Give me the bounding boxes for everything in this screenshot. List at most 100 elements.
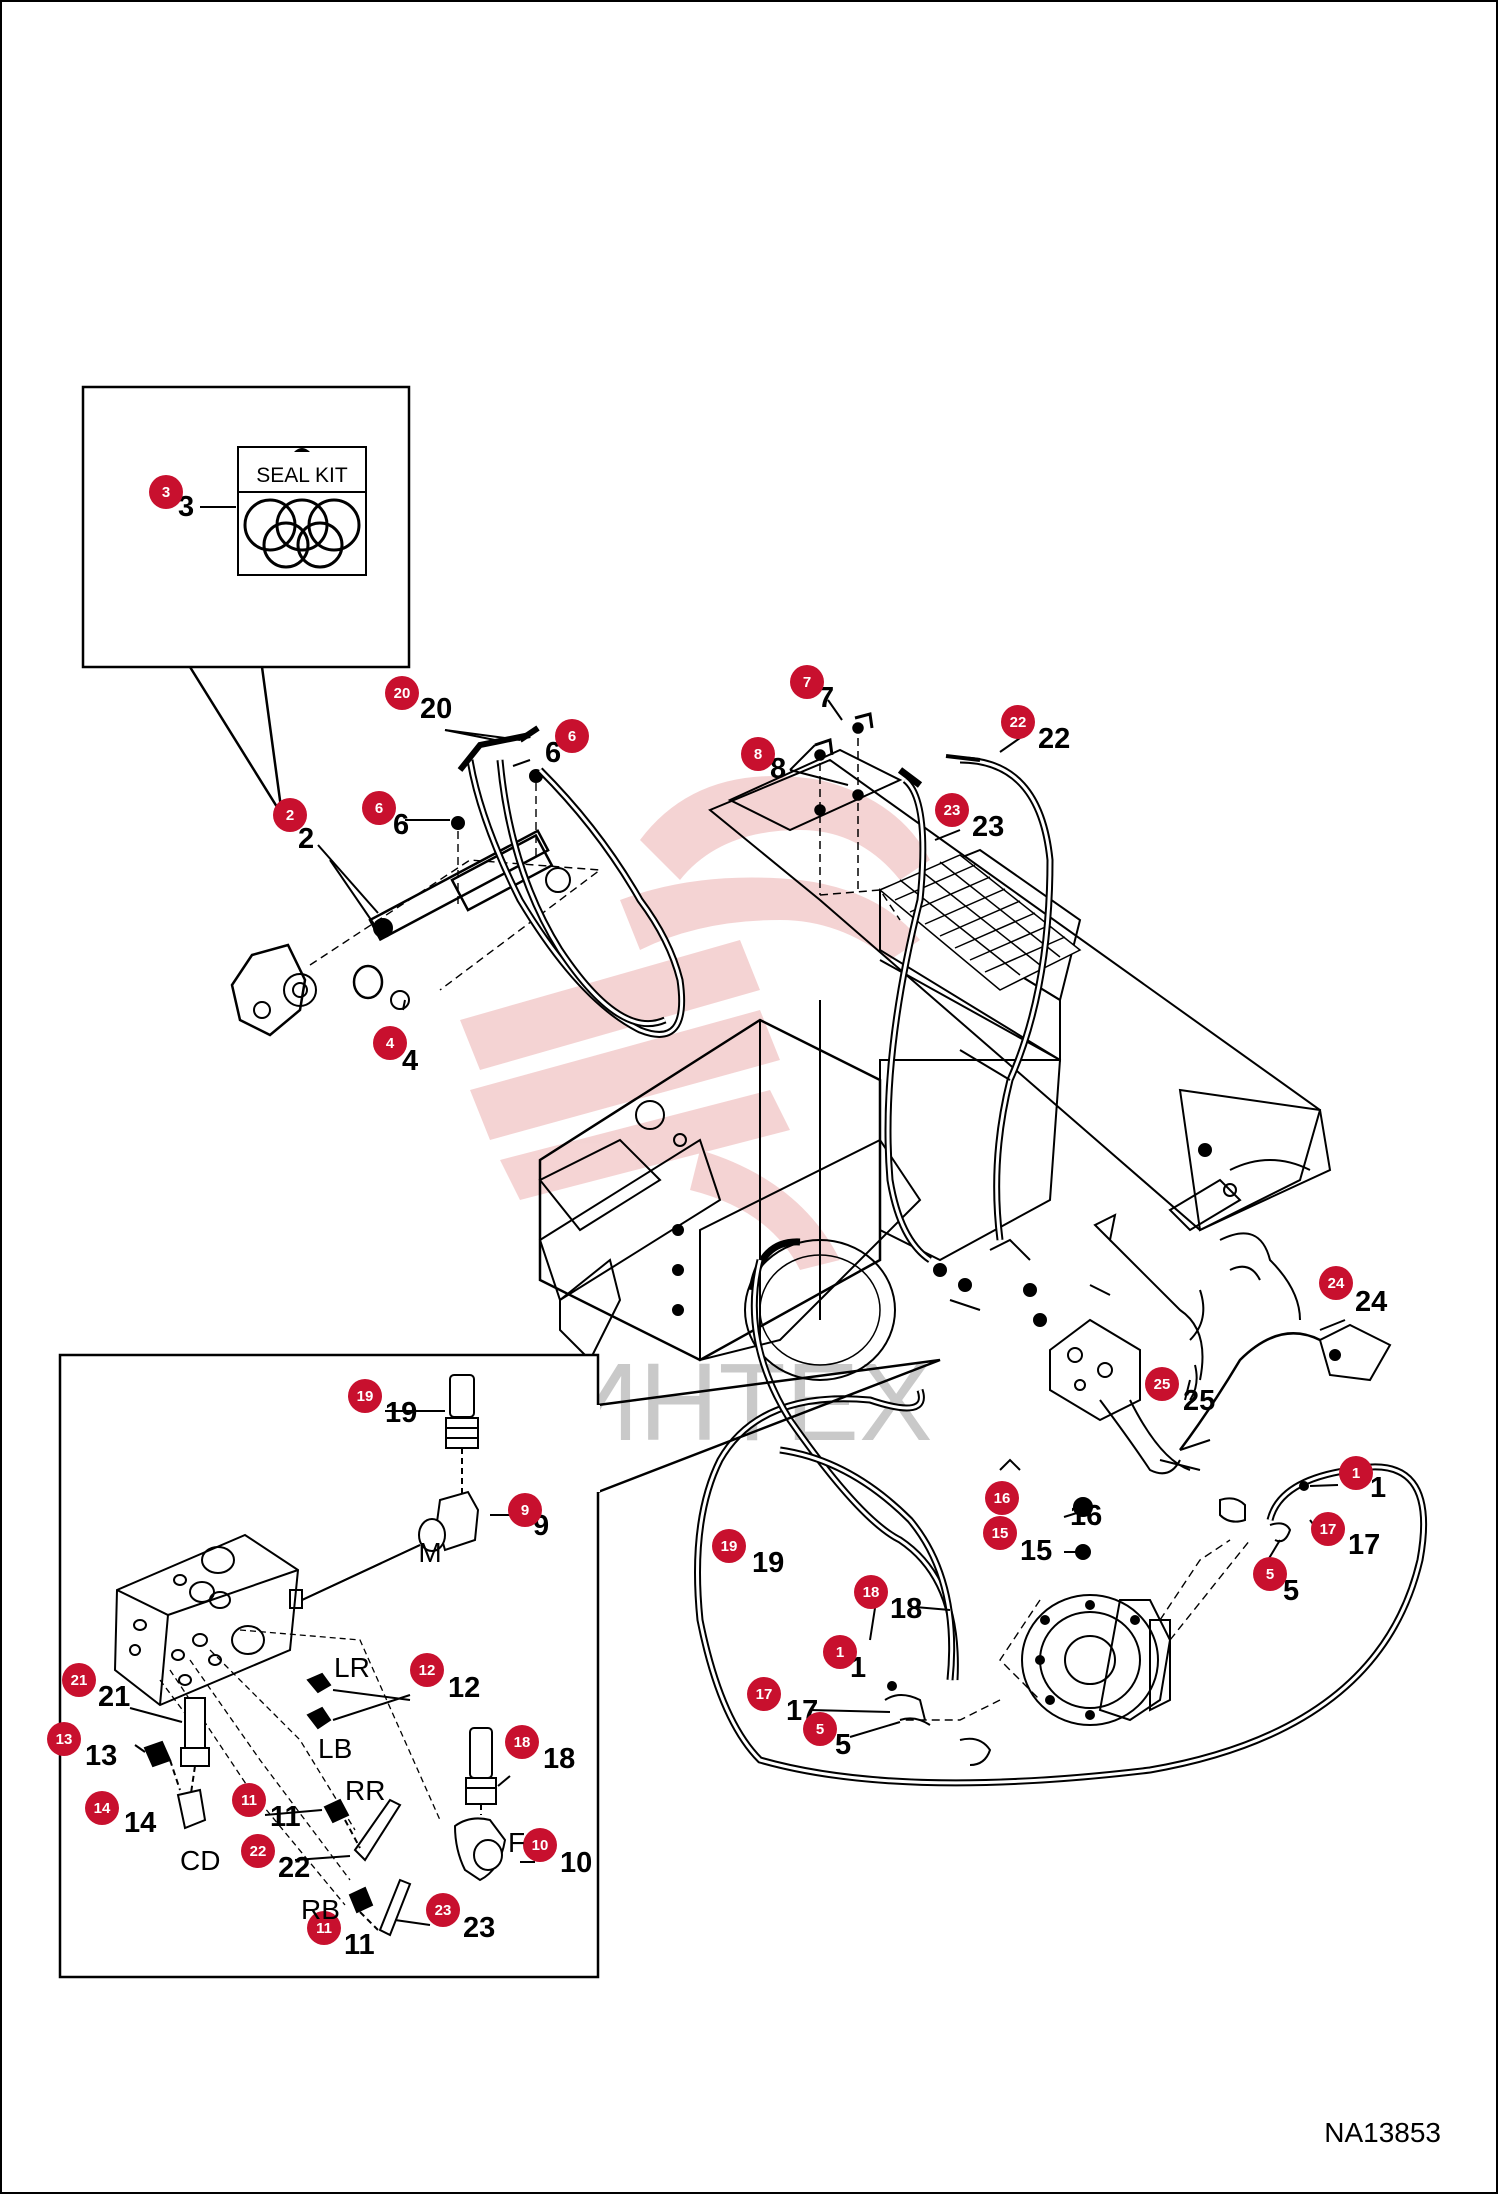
callout-badge-number[interactable]: 11 bbox=[316, 1920, 332, 1937]
callout-badge-number[interactable]: 5 bbox=[1266, 1566, 1274, 1583]
callout-badge[interactable]: 18 bbox=[505, 1725, 539, 1759]
callout-badge-number[interactable]: 1 bbox=[1352, 1465, 1360, 1482]
callout-badge[interactable]: 16 bbox=[985, 1481, 1019, 1515]
callout-badge-circle[interactable] bbox=[149, 475, 183, 509]
callout-badge-circle[interactable] bbox=[712, 1529, 746, 1563]
callout-badge-number[interactable]: 19 bbox=[357, 1388, 374, 1405]
callout-badge-number[interactable]: 8 bbox=[754, 746, 762, 763]
callout-badge-circle[interactable] bbox=[1339, 1456, 1373, 1490]
callout-badge[interactable]: 7 bbox=[790, 665, 824, 699]
callout-badge-circle[interactable] bbox=[854, 1575, 888, 1609]
callout-badge-number[interactable]: 4 bbox=[386, 1035, 395, 1052]
callout-badge-number[interactable]: 19 bbox=[721, 1538, 738, 1555]
callout-badge[interactable]: 1 bbox=[1339, 1456, 1373, 1490]
callout-badge[interactable]: 23 bbox=[935, 793, 969, 827]
callout-badge-circle[interactable] bbox=[803, 1712, 837, 1746]
callout-badge-circle[interactable] bbox=[983, 1516, 1017, 1550]
callout-badge[interactable]: 23 bbox=[426, 1893, 460, 1927]
callout-badge[interactable]: 19 bbox=[348, 1379, 382, 1413]
callout-badge-number[interactable]: 15 bbox=[992, 1525, 1009, 1542]
callout-badge[interactable]: 2 bbox=[273, 798, 307, 832]
callout-badge-circle[interactable] bbox=[85, 1791, 119, 1825]
callout-badge-circle[interactable] bbox=[273, 798, 307, 832]
callout-badge-number[interactable]: 2 bbox=[286, 807, 294, 824]
callout-badge-number[interactable]: 18 bbox=[514, 1734, 531, 1751]
callout-badge-circle[interactable] bbox=[348, 1379, 382, 1413]
callout-badge[interactable]: 6 bbox=[362, 791, 396, 825]
callout-badge-number[interactable]: 9 bbox=[521, 1502, 529, 1519]
callout-badge-number[interactable]: 22 bbox=[1010, 714, 1027, 731]
callout-badge-number[interactable]: 3 bbox=[162, 484, 170, 501]
callout-badge[interactable]: 10 bbox=[523, 1828, 557, 1862]
callout-badge-number[interactable]: 12 bbox=[419, 1662, 436, 1679]
callout-badge-number[interactable]: 23 bbox=[435, 1902, 452, 1919]
callout-badge[interactable]: 6 bbox=[555, 719, 589, 753]
callout-badge-number[interactable]: 13 bbox=[56, 1731, 73, 1748]
callout-badge-circle[interactable] bbox=[741, 737, 775, 771]
callout-badge[interactable]: 11 bbox=[307, 1911, 341, 1945]
callout-badge-number[interactable]: 5 bbox=[816, 1721, 824, 1738]
callout-badge-circle[interactable] bbox=[426, 1893, 460, 1927]
callout-badge[interactable]: 24 bbox=[1319, 1266, 1353, 1300]
callout-badge-circle[interactable] bbox=[985, 1481, 1019, 1515]
callout-badge[interactable]: 13 bbox=[47, 1722, 81, 1756]
callout-badge-number[interactable]: 1 bbox=[836, 1644, 844, 1661]
callout-badge-circle[interactable] bbox=[410, 1653, 444, 1687]
callout-badge-number[interactable]: 18 bbox=[863, 1584, 880, 1601]
callout-badge-circle[interactable] bbox=[47, 1722, 81, 1756]
callout-badge[interactable]: 12 bbox=[410, 1653, 444, 1687]
callout-badge-circle[interactable] bbox=[373, 1026, 407, 1060]
callout-badge-circle[interactable] bbox=[790, 665, 824, 699]
callout-badge[interactable]: 1 bbox=[823, 1635, 857, 1669]
callout-badge-circle[interactable] bbox=[523, 1828, 557, 1862]
callout-badge-circle[interactable] bbox=[508, 1493, 542, 1527]
callout-badge-number[interactable]: 22 bbox=[250, 1843, 267, 1860]
callout-badge[interactable]: 3 bbox=[149, 475, 183, 509]
callout-badge-number[interactable]: 24 bbox=[1328, 1275, 1345, 1292]
callout-badge-circle[interactable] bbox=[1319, 1266, 1353, 1300]
callout-badge[interactable]: 18 bbox=[854, 1575, 888, 1609]
callout-badge[interactable]: 5 bbox=[803, 1712, 837, 1746]
callout-badge[interactable]: 9 bbox=[508, 1493, 542, 1527]
callout-badge[interactable]: 25 bbox=[1145, 1367, 1179, 1401]
callout-badge-circle[interactable] bbox=[1253, 1557, 1287, 1591]
callout-badge-number[interactable]: 17 bbox=[1320, 1521, 1337, 1538]
callout-badge-circle[interactable] bbox=[505, 1725, 539, 1759]
callout-badge-number[interactable]: 25 bbox=[1154, 1376, 1171, 1393]
callout-badge-number[interactable]: 7 bbox=[803, 674, 811, 691]
callout-badge[interactable]: 19 bbox=[712, 1529, 746, 1563]
callout-badge-circle[interactable] bbox=[935, 793, 969, 827]
callout-badge[interactable]: 20 bbox=[385, 676, 419, 710]
callout-badge-number[interactable]: 6 bbox=[568, 728, 576, 745]
callout-badge[interactable]: 15 bbox=[983, 1516, 1017, 1550]
callout-badge[interactable]: 22 bbox=[1001, 705, 1035, 739]
callout-badge-circle[interactable] bbox=[555, 719, 589, 753]
callout-badge[interactable]: 17 bbox=[1311, 1512, 1345, 1546]
callout-badge-circle[interactable] bbox=[823, 1635, 857, 1669]
callout-badge-number[interactable]: 21 bbox=[71, 1672, 88, 1689]
callout-badge-circle[interactable] bbox=[1311, 1512, 1345, 1546]
callout-badge-circle[interactable] bbox=[362, 791, 396, 825]
callout-badge-circle[interactable] bbox=[62, 1663, 96, 1697]
callout-badge[interactable]: 11 bbox=[232, 1783, 266, 1817]
callout-badge-number[interactable]: 20 bbox=[394, 685, 411, 702]
callout-badge-number[interactable]: 16 bbox=[994, 1490, 1011, 1507]
callout-badge-number[interactable]: 14 bbox=[94, 1800, 111, 1817]
callout-badge[interactable]: 14 bbox=[85, 1791, 119, 1825]
callout-badge[interactable]: 5 bbox=[1253, 1557, 1287, 1591]
callout-badge-circle[interactable] bbox=[747, 1677, 781, 1711]
callout-badge-circle[interactable] bbox=[232, 1783, 266, 1817]
callout-badge-circle[interactable] bbox=[385, 676, 419, 710]
callout-badge-number[interactable]: 23 bbox=[944, 802, 961, 819]
callout-badge-number[interactable]: 11 bbox=[241, 1792, 257, 1809]
callout-badge-circle[interactable] bbox=[1001, 705, 1035, 739]
callout-badge[interactable]: 21 bbox=[62, 1663, 96, 1697]
callout-badge[interactable]: 17 bbox=[747, 1677, 781, 1711]
callout-badge-number[interactable]: 10 bbox=[532, 1837, 549, 1854]
callout-badge-number[interactable]: 6 bbox=[375, 800, 383, 817]
callout-badge-circle[interactable] bbox=[1145, 1367, 1179, 1401]
callout-badge[interactable]: 4 bbox=[373, 1026, 407, 1060]
callout-badge-number[interactable]: 17 bbox=[756, 1686, 773, 1703]
callout-badge[interactable]: 22 bbox=[241, 1834, 275, 1868]
callout-badge-circle[interactable] bbox=[241, 1834, 275, 1868]
